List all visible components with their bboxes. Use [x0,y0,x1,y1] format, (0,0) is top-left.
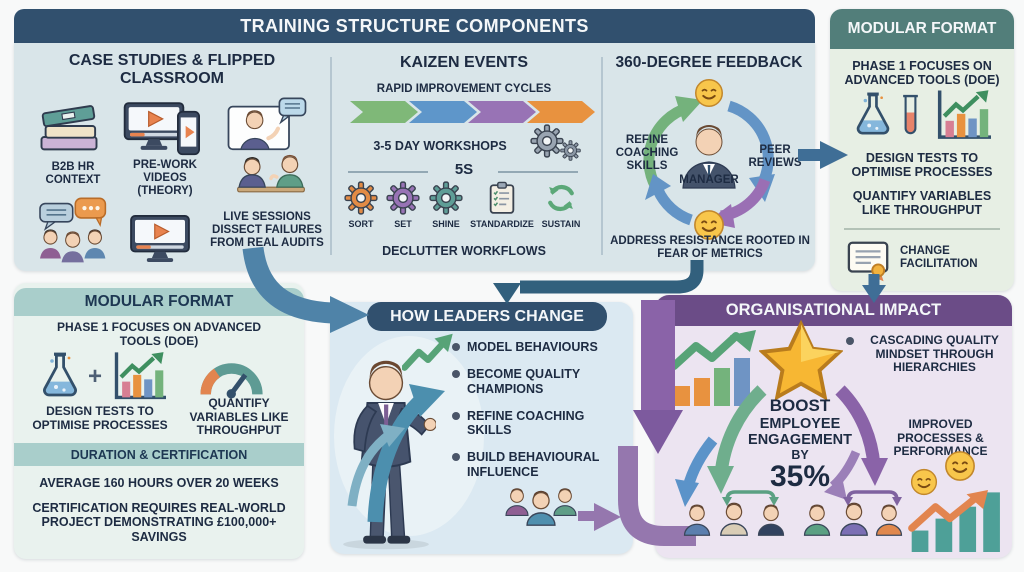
cycle-arrow-green [350,101,418,123]
five-s-title: 5S [454,161,474,178]
duration-title: DURATION & CERTIFICATION [70,447,248,462]
modular-right-quantify: QUANTIFY VARIABLES LIKE THROUGHPUT [852,189,992,218]
chart-up-icon [930,87,996,143]
set-gear-icon [386,181,420,215]
kaizen-subtitle: RAPID IMPROVEMENT CYCLES [376,83,552,95]
label-prework: PRE-WORK VIDEOS (THEORY) [133,159,197,198]
duration-certification-band: DURATION & CERTIFICATION [14,443,304,466]
bullet-dot-icon [452,453,460,462]
video-monitor-icon-2 [128,214,192,264]
leaders-title: HOW LEADERS CHANGE [390,307,584,325]
bullet-dot-icon [846,337,854,345]
boost-statistic: BOOST EMPLOYEE ENGAGEMENT BY 35% [735,396,865,492]
standardize-clipboard-icon [485,181,519,215]
modular-right-header: MODULAR FORMAT [830,9,1014,49]
meeting-icon [220,148,322,206]
step-label: SHINE [432,219,460,229]
modular-right-divider [844,228,1000,230]
modular-format-right-panel: MODULAR FORMAT PHASE 1 FOCUSES ON ADVANC… [830,9,1014,291]
impact-title: ORGANISATIONAL IMPACT [725,301,942,319]
cycle-arrow-purple [468,101,536,123]
five-s-rule-left [348,171,428,173]
sort-gear-icon [344,181,378,215]
list-item: REFINE COACHING SKILLS [452,409,632,438]
manager-avatar [682,124,736,189]
five-s-rule-right [498,171,578,173]
list-item: MODEL BEHAVIOURS [452,340,632,354]
label-live-sessions: LIVE SESSIONS DISSECT FAILURES FROM REAL… [210,211,324,250]
five-s-steps: SORT SET SHINE STANDARDIZE SUSTAIN [340,181,586,229]
top-banner: TRAINING STRUCTURE COMPONENTS [14,9,815,43]
improvement-cycle-arrows [350,101,595,123]
modular-right-phase: PHASE 1 FOCUSES ON ADVANCED TOOLS (DOE) [844,59,1000,88]
kaizen-workshops: 3-5 DAY WORKSHOPS [373,139,507,153]
boost-value: 35% [769,460,831,493]
bullet-dot-icon [452,411,460,420]
feedback-cycle-diagram [643,78,775,241]
modular-format-left-panel: MODULAR FORMAT PHASE 1 FOCUSES ON ADVANC… [14,283,304,559]
step-label: STANDARDIZE [470,219,534,229]
case-studies-title: CASE STUDIES & FLIPPED CLASSROOM [68,52,276,88]
modular-right-title: MODULAR FORMAT [847,20,997,37]
modular-left-header: MODULAR FORMAT [14,288,304,316]
modular-left-quantify: QUANTIFY VARIABLES LIKE THROUGHPUT [189,396,289,438]
test-tube-icon [900,93,921,139]
growth-zigzag-icon [402,332,454,372]
feedback-title: 360-DEGREE FEEDBACK [615,54,803,71]
phone-icon [176,110,201,156]
chat-people-icon [36,197,112,265]
list-item: BUILD BEHAVIOURAL INFLUENCE [452,450,632,479]
step-label: SET [394,219,412,229]
step-label: SORT [348,219,374,229]
label-b2b: B2B HR CONTEXT [45,161,101,187]
smiley-icon [944,450,976,482]
certificate-icon [846,237,892,283]
divider-2 [601,57,603,255]
cycle-arrow-orange [527,101,595,123]
gear-icon-small [560,140,581,161]
shine-gear-icon [429,181,463,215]
feedback-footer: ADDRESS RESISTANCE ROOTED IN FEAR OF MET… [610,235,810,261]
modular-right-design: DESIGN TESTS TO OPTIMISE PROCESSES [851,151,993,180]
impact-header: ORGANISATIONAL IMPACT [655,295,1012,326]
modular-left-design: DESIGN TESTS TO OPTIMISE PROCESSES [32,404,168,432]
smiley-icon [694,78,724,108]
impact-bullet-2: IMPROVED PROCESSES & PERFORMANCE [858,417,1008,459]
sustain-recycle-icon [544,181,578,215]
feedback-center-label: MANAGER [679,174,739,186]
divider-1 [330,57,332,255]
kaizen-title: KAIZEN EVENTS [399,54,528,71]
bullet-dot-icon [452,370,460,379]
performance-chart-icon [908,490,1006,552]
flask-icon [36,349,84,401]
leaders-ribbon: HOW LEADERS CHANGE [367,302,607,331]
leaders-bullet-list: MODEL BEHAVIOURS BECOME QUALITY CHAMPION… [452,340,632,479]
team-group-icon [505,487,577,526]
feedback-right-label: PEER REVIEWS [748,144,802,170]
employee-group-icon [803,501,903,536]
bullet-dot-icon [452,343,460,351]
cycle-arrow-blue [409,101,477,123]
star-icon [758,320,844,404]
modular-left-phase: PHASE 1 FOCUSES ON ADVANCED TOOLS (DOE) [56,320,262,348]
banner-title: TRAINING STRUCTURE COMPONENTS [240,15,589,36]
kaizen-footer: DECLUTTER WORKFLOWS [382,244,546,258]
books-icon [36,98,102,154]
feedback-left-label: REFINE COACHING SKILLS [615,134,679,173]
plus-sign: + [88,363,103,390]
chart-up-icon [108,349,170,403]
flask-icon [850,89,896,139]
duration-line1: AVERAGE 160 HOURS OVER 20 WEEKS [39,476,279,490]
list-item: BECOME QUALITY CHAMPIONS [452,367,632,396]
gear-icon [530,124,564,158]
duration-line2: CERTIFICATION REQUIRES REAL-WORLD PROJEC… [32,501,286,544]
presenter-icon [227,97,307,152]
employee-group-icon [683,501,785,536]
modular-right-change: CHANGE FACILITATION [900,245,978,271]
modular-left-title: MODULAR FORMAT [84,293,234,310]
impact-bullet-1: CASCADING QUALITY MINDSET THROUGH HIERAR… [846,333,1008,375]
step-label: SUSTAIN [541,219,581,229]
